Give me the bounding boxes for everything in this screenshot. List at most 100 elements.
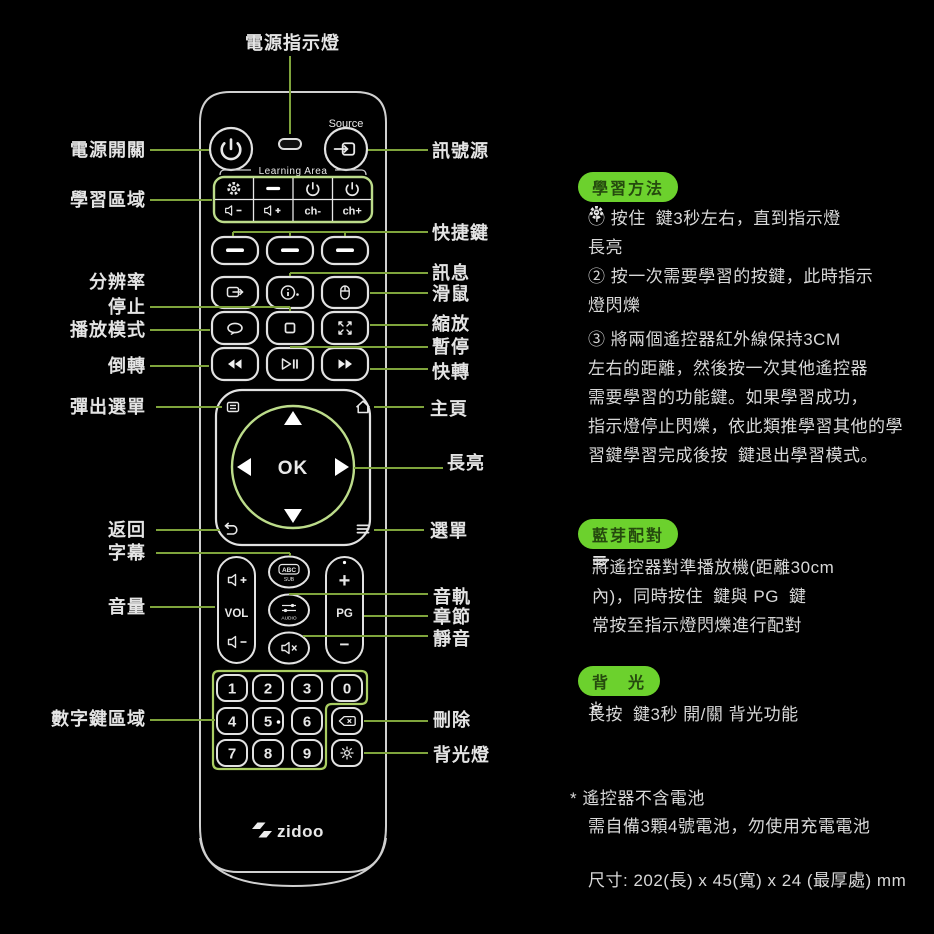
pg-minus-label: −	[340, 635, 350, 654]
line-shortcut	[232, 231, 428, 236]
delete-button	[331, 707, 363, 735]
bluetooth-line-1: 將遙控器對準播放機(距離30cm	[592, 558, 835, 577]
learn-step-2: ② 按一次需要學習的按鍵，此時指示	[588, 267, 874, 286]
digit-key-1	[216, 674, 248, 702]
power-icon	[220, 138, 242, 161]
learning-key-power-icon-2	[345, 182, 359, 197]
page-rocker: + PG −	[325, 556, 364, 664]
source-icon	[333, 142, 356, 156]
learning-key-power-icon-1	[306, 182, 320, 197]
vol-down-icon	[227, 635, 237, 649]
backlight-button	[331, 739, 363, 767]
callout-play-mode: 播放模式	[70, 320, 146, 340]
learning-key-ch-plus: ch+	[343, 206, 362, 218]
svg-text:4: 4	[228, 714, 237, 731]
svg-text:9: 9	[303, 746, 311, 763]
rewind-button	[210, 346, 260, 382]
zoom-button	[320, 310, 370, 346]
mouse-icon	[340, 285, 350, 300]
learning-area-label: Learning Area	[259, 166, 328, 177]
svg-text:7: 7	[228, 746, 236, 763]
delete-icon	[338, 715, 356, 727]
learning-key-vol-minus-icon	[225, 205, 233, 216]
learn-section-text: ① 按住鍵3秒左右，直到指示燈 長亮 ② 按一次需要學習的按鍵，此時指示 燈閃爍…	[588, 204, 903, 470]
learn-step-3e: 習鍵學習完成後按鍵退出學習模式。	[588, 206, 903, 470]
callout-menu: 選單	[430, 521, 468, 541]
callout-mouse: 滑鼠	[432, 284, 470, 304]
digit-key-4	[216, 707, 248, 735]
svg-text:2: 2	[264, 681, 272, 698]
volume-rocker: VOL	[217, 556, 256, 664]
callout-numpad: 數字鍵區域	[51, 709, 146, 729]
source-label: Source	[329, 118, 364, 130]
backlight-icon	[340, 746, 354, 760]
brand-logo: zidoo	[252, 822, 324, 841]
brand-logo-text: zidoo	[277, 822, 324, 841]
callout-back: 返回	[108, 520, 146, 540]
svg-text:3: 3	[303, 681, 311, 698]
learn-step-3: ③ 將兩個遙控器紅外線保持3CM	[588, 330, 841, 349]
line-stop	[150, 306, 291, 311]
subtitle-button: ABC SUB	[268, 555, 310, 589]
dpad-right-icon	[335, 458, 349, 476]
callout-subtitle: 字幕	[108, 543, 146, 563]
power-led	[278, 138, 302, 150]
callout-shortcut: 快捷鍵	[432, 223, 489, 243]
callout-volume: 音量	[108, 597, 146, 617]
play-mode-icon	[227, 322, 243, 336]
numpad-highlight	[211, 669, 369, 771]
learning-key-minus-icon	[266, 186, 281, 191]
backlight-section-text: 長按鍵3秒 開/關 背光功能	[588, 700, 799, 729]
ok-button-label: OK	[278, 458, 309, 479]
svg-text:6: 6	[303, 714, 311, 731]
callout-info: 訊息	[432, 263, 470, 283]
resolution-icon	[226, 286, 244, 298]
svg-text:8: 8	[264, 746, 272, 763]
learn-step-3d: 指示燈停止閃爍，依此類推學習其他的學	[588, 417, 903, 436]
svg-text:0: 0	[343, 681, 351, 698]
callout-lines	[150, 56, 443, 754]
line-subtitle	[156, 552, 291, 556]
minus-bar-icon	[336, 248, 354, 252]
callout-fast-forward: 快轉	[432, 362, 470, 382]
digit-key-2	[252, 674, 284, 702]
zoom-icon	[338, 321, 352, 335]
svg-text:5: 5	[264, 714, 272, 731]
digit-key-5	[252, 707, 284, 735]
dpad-up-icon	[284, 411, 302, 425]
backlight-line: 長按鍵3秒 開/關 背光功能	[588, 700, 799, 729]
callout-power-indicator: 電源指示燈	[245, 33, 340, 53]
dimensions-text: 尺寸: 202(長) x 45(寬) x 24 (最厚處) mm	[588, 871, 907, 890]
line-info	[289, 272, 428, 276]
callout-long-bright: 長亮	[447, 453, 485, 473]
vol-label: VOL	[225, 608, 249, 620]
back-icon	[224, 522, 238, 535]
svg-text:1: 1	[228, 681, 236, 698]
learn-step-2b: 燈閃爍	[588, 296, 641, 315]
learn-step-3c: 需要學習的功能鍵。如果學習成功，	[588, 388, 868, 407]
callout-power-switch: 電源開關	[70, 140, 146, 160]
callout-popup-menu: 彈出選單	[70, 397, 146, 417]
nav-pad: OK	[214, 388, 372, 547]
digit-key-3	[291, 674, 323, 702]
learn-step-1b: 長亮	[588, 238, 623, 257]
digit-key-8	[252, 739, 284, 767]
number-pad: 1 2 3 0 4 5 6 7 8 9	[211, 669, 369, 771]
play-pause-icon	[281, 358, 298, 370]
learn-section-badge: 學習方法	[578, 172, 679, 202]
vol-up-icon	[227, 573, 237, 587]
callout-home: 主頁	[430, 399, 468, 419]
pg-plus-label: +	[339, 570, 351, 592]
stop-icon	[284, 322, 296, 334]
callout-source: 訊號源	[432, 141, 489, 161]
dpad-left-icon	[237, 458, 251, 476]
minus-bar-icon	[226, 248, 244, 252]
learning-key-ch-minus: ch-	[305, 206, 322, 218]
brand-logo-icon	[252, 822, 272, 838]
callout-chapter: 章節	[433, 607, 471, 627]
learn-step-1: ① 按住鍵3秒左右，直到指示燈	[588, 206, 841, 228]
